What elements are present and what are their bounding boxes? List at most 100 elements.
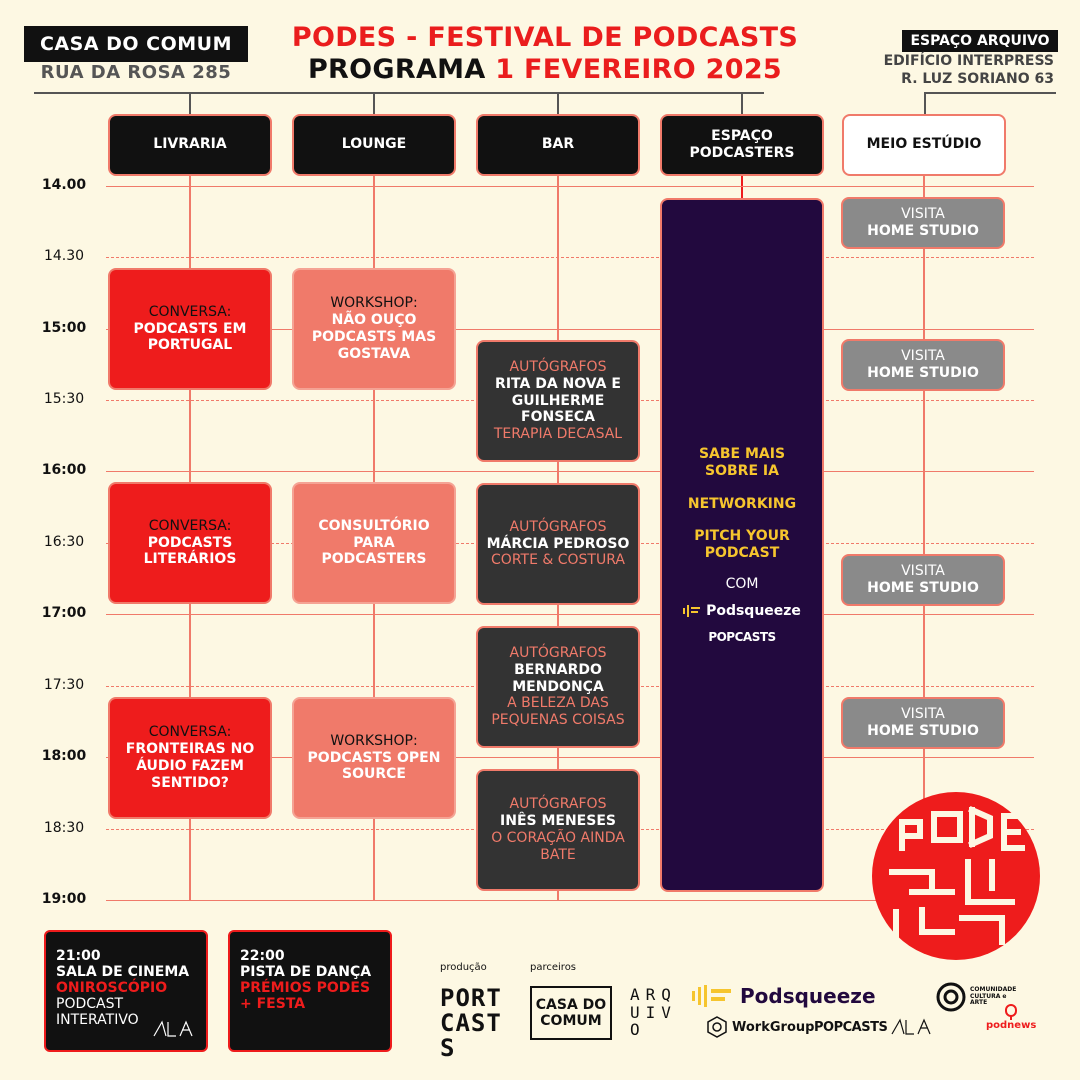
program-label: PROGRAMA xyxy=(307,54,486,85)
event-workshop-nao-ouco[interactable]: WORKSHOP: NÃO OUÇO PODCASTS MAS GOSTAVA xyxy=(292,268,456,390)
event-kind: CONVERSA: xyxy=(148,517,232,534)
time-line xyxy=(106,614,1034,615)
time-label: 16:00 xyxy=(41,462,87,478)
event-networking: NETWORKING xyxy=(687,495,797,512)
event-conversa-podcasts-literarios[interactable]: CONVERSA: PODCASTS LITERÁRIOS xyxy=(108,482,272,604)
podsqueeze-logo: Podsqueeze xyxy=(683,603,801,620)
event-visita-home-studio[interactable]: VISITA HOME STUDIO xyxy=(841,554,1005,606)
portcasts-logo: PORTCASTS xyxy=(440,984,502,1063)
podsqueeze-icon xyxy=(683,605,701,618)
event-show: O CORAÇÃO AINDA BATE xyxy=(491,830,625,863)
time-label: 14.30 xyxy=(43,248,85,264)
event-title: HOME STUDIO xyxy=(867,365,979,381)
event-title: NÃO OUÇO PODCASTS MAS GOSTAVA xyxy=(311,312,437,362)
event-title: PODCASTS EM PORTUGAL xyxy=(133,320,247,354)
footer-desc: PODCAST xyxy=(56,996,124,1013)
podsqueeze-name: Podsqueeze xyxy=(740,984,876,1008)
event-show: CORTE & COSTURA xyxy=(491,552,625,569)
time-label: 14.00 xyxy=(41,177,87,193)
event-kind: CONVERSA: xyxy=(148,724,232,741)
footer-event: ONIROSCÓPIO xyxy=(56,980,168,997)
event-pitch: PITCH YOUR PODCAST xyxy=(694,528,790,562)
connector xyxy=(741,92,743,114)
event-show: A BELEZA DAS PEQUENAS COISAS xyxy=(491,695,625,729)
workgroup-icon xyxy=(707,1016,727,1038)
column-line xyxy=(741,176,743,200)
signature-logo-icon xyxy=(891,1018,931,1035)
footer-time: 22:00 xyxy=(240,948,285,964)
time-label: 17:00 xyxy=(41,605,87,621)
event-kind: AUTÓGRAFOS xyxy=(509,796,607,813)
event-kind: CONVERSA: xyxy=(148,303,232,320)
footer-place: SALA DE CINEMA xyxy=(56,964,190,981)
podes-logo-icon xyxy=(872,792,1040,960)
with-label: COM xyxy=(725,576,759,592)
event-autografos-rita-guilherme[interactable]: AUTÓGRAFOS RITA DA NOVA E GUILHERME FONS… xyxy=(476,340,640,462)
column-lounge: LOUNGE xyxy=(292,114,456,176)
comunidade-name: COMUNIDADE CULTURA e ARTE xyxy=(970,986,1017,1007)
event-autografos-marcia[interactable]: AUTÓGRAFOS MÁRCIA PEDROSO CORTE & COSTUR… xyxy=(476,483,640,605)
event-title: HOME STUDIO xyxy=(867,223,979,239)
event-title: BERNARDO MENDONÇA xyxy=(512,661,604,695)
comunidade-logo: COMUNIDADE CULTURA e ARTE xyxy=(936,982,1017,1012)
connector xyxy=(189,92,191,114)
footer-place: PISTA DE DANÇA xyxy=(240,964,372,981)
event-conversa-fronteiras[interactable]: CONVERSA: FRONTEIRAS NO ÁUDIO FAZEM SENT… xyxy=(108,697,272,819)
venue-connector-left xyxy=(34,92,764,94)
time-label: 19:00 xyxy=(41,891,87,907)
parceiros-label: parceiros xyxy=(530,962,577,973)
connector xyxy=(557,92,559,114)
event-kind: VISITA xyxy=(901,563,945,580)
time-label: 18:00 xyxy=(41,748,87,764)
event-kind: VISITA xyxy=(901,348,945,365)
time-line xyxy=(106,186,1034,187)
event-title: HOME STUDIO xyxy=(867,580,979,596)
event-consultorio[interactable]: CONSULTÓRIO PARA PODCASTERS xyxy=(292,482,456,604)
time-line xyxy=(106,257,1034,258)
time-label: 18:30 xyxy=(43,820,85,836)
popcasts-partner-logo: POPCASTS xyxy=(814,1020,888,1035)
venue-left-address: RUA DA ROSA 285 xyxy=(40,62,232,83)
venue-right-address: R. LUZ SORIANO 63 xyxy=(901,71,1054,87)
event-title: HOME STUDIO xyxy=(867,723,979,739)
producao-label: produção xyxy=(440,962,487,973)
event-kind: AUTÓGRAFOS xyxy=(509,359,607,375)
festival-title: PODES - FESTIVAL DE PODCASTS xyxy=(291,22,799,53)
program-date: 1 FEVEREIRO 2025 xyxy=(495,54,783,85)
venue-connector-right xyxy=(924,92,1056,94)
time-line xyxy=(106,471,1034,472)
event-workshop-open-source[interactable]: WORKSHOP: PODCASTS OPEN SOURCE xyxy=(292,697,456,819)
event-ia: SABE MAIS SOBRE IA xyxy=(698,446,786,479)
column-bar: BAR xyxy=(476,114,640,176)
event-autografos-bernardo[interactable]: AUTÓGRAFOS BERNARDO MENDONÇA A BELEZA DA… xyxy=(476,626,640,748)
event-autografos-ines[interactable]: AUTÓGRAFOS INÊS MENESES O CORAÇÃO AINDA … xyxy=(476,769,640,891)
event-visita-home-studio[interactable]: VISITA HOME STUDIO xyxy=(841,697,1005,749)
footer-event: PRÉMIOS PODES xyxy=(240,980,371,997)
program-title: PROGRAMA 1 FEVEREIRO 2025 xyxy=(250,54,840,85)
time-line xyxy=(106,329,1034,330)
podnews-icon xyxy=(1005,1004,1018,1020)
column-espaco-podcasters: ESPAÇO PODCASTERS xyxy=(660,114,824,176)
podsqueeze-partner-logo: Podsqueeze xyxy=(692,984,876,1008)
connector xyxy=(373,92,375,114)
event-visita-home-studio[interactable]: VISITA HOME STUDIO xyxy=(841,197,1005,249)
casa-do-comum-logo: CASA DO COMUM xyxy=(530,986,612,1040)
connector xyxy=(924,92,926,114)
podsqueeze-name: Podsqueeze xyxy=(706,602,801,619)
event-kind: VISITA xyxy=(901,706,945,723)
venue-right-name: ESPAÇO ARQUIVO xyxy=(902,30,1058,52)
column-line xyxy=(923,176,925,900)
event-kind: VISITA xyxy=(901,206,945,223)
time-label: 15:30 xyxy=(43,391,85,407)
event-premios-podes[interactable]: 22:00 PISTA DE DANÇA PRÉMIOS PODES + FES… xyxy=(228,930,392,1052)
time-label: 16:30 xyxy=(43,534,85,550)
time-label: 17:30 xyxy=(43,677,85,693)
event-title: MÁRCIA PEDROSO xyxy=(486,535,630,552)
column-meio-estudio: MEIO ESTÚDIO xyxy=(842,114,1006,176)
venue-left-name: CASA DO COMUM xyxy=(24,26,248,62)
event-espaco-podcasters[interactable]: SABE MAIS SOBRE IA NETWORKING PITCH YOUR… xyxy=(660,198,824,892)
event-conversa-podcasts-portugal[interactable]: CONVERSA: PODCASTS EM PORTUGAL xyxy=(108,268,272,390)
event-visita-home-studio[interactable]: VISITA HOME STUDIO xyxy=(841,339,1005,391)
event-oniroscopio[interactable]: 21:00 SALA DE CINEMA ONIROSCÓPIO PODCAST… xyxy=(44,930,208,1052)
workgroup-name: WorkGroup xyxy=(732,1019,815,1035)
